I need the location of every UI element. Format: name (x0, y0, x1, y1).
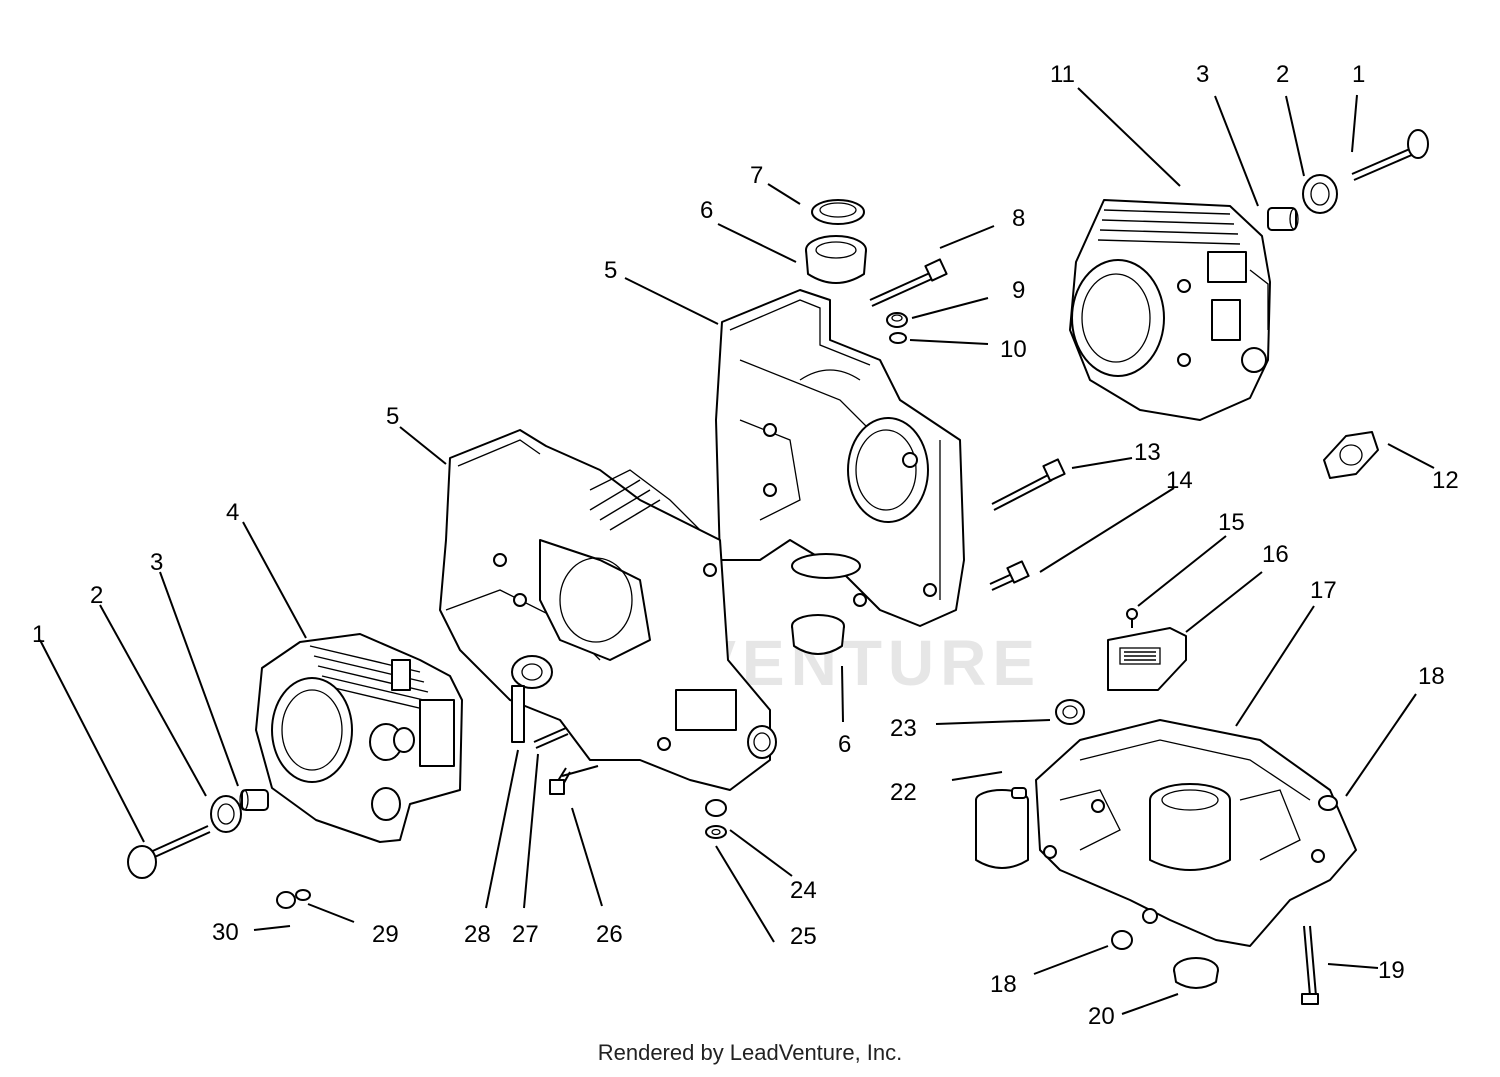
bolt-8-part (869, 258, 948, 307)
bolt-13-part (991, 458, 1066, 511)
callout-28: 28 (464, 921, 491, 948)
callout-11: 11 (1050, 61, 1075, 88)
callout-17: 17 (1310, 577, 1337, 604)
valve-guide-left-part (239, 789, 269, 811)
washer-25-part (705, 825, 727, 839)
callout-2-left: 2 (90, 582, 103, 609)
callout-19: 19 (1378, 957, 1405, 984)
bracket-16-part (1107, 627, 1187, 691)
callout-7: 7 (750, 162, 763, 189)
bearing-sleeve-top-part (805, 235, 867, 284)
bolt-14-part (989, 560, 1030, 591)
callout-1-right: 1 (1352, 61, 1365, 88)
valve-left-part (127, 825, 211, 879)
cylinder-head-right-part (1069, 199, 1271, 421)
callout-9: 9 (1012, 277, 1025, 304)
callout-30: 30 (212, 919, 239, 946)
callout-6-middle: 6 (838, 731, 851, 758)
plug-9-part (886, 312, 908, 328)
bearing-ring-7-part (811, 199, 865, 225)
leader-lines (39, 87, 1435, 1015)
dowel-28-part (511, 685, 525, 743)
plug-18-upper-part (1318, 795, 1338, 811)
callout-5-top: 5 (604, 257, 617, 284)
callout-15: 15 (1218, 509, 1245, 536)
callout-18-lower: 18 (990, 971, 1017, 998)
callout-20: 20 (1088, 1003, 1115, 1030)
plug-18-lower-part (1111, 930, 1133, 950)
bushing-23-part (1055, 699, 1085, 725)
screw-15-part (1126, 608, 1138, 628)
callout-13: 13 (1134, 439, 1161, 466)
callout-22: 22 (890, 779, 917, 806)
seal-20-part (1173, 957, 1219, 989)
callout-3-right: 3 (1196, 61, 1209, 88)
callout-5-middle: 5 (386, 403, 399, 430)
plug-22-part (1011, 787, 1027, 799)
washer-29-part (295, 889, 311, 901)
valve-right-part (1351, 129, 1429, 181)
valve-guide-right-part (1267, 207, 1299, 231)
callout-18-upper: 18 (1418, 663, 1445, 690)
callout-1-left: 1 (32, 621, 45, 648)
seal-ring-left-part (210, 795, 242, 833)
callout-27: 27 (512, 921, 539, 948)
callout-4: 4 (226, 499, 239, 526)
callout-8: 8 (1012, 205, 1025, 232)
callout-10: 10 (1000, 336, 1027, 363)
callout-12: 12 (1432, 467, 1459, 494)
callout-25: 25 (790, 923, 817, 950)
bearing-sleeve-lower-part (791, 614, 845, 655)
callout-26: 26 (596, 921, 623, 948)
callout-6-top: 6 (700, 197, 713, 224)
callout-24: 24 (790, 877, 817, 904)
bolt-19-part (1301, 925, 1319, 1005)
callout-14: 14 (1166, 467, 1193, 494)
plug-24-part (705, 799, 727, 817)
gasket-12-part (1323, 431, 1379, 479)
nut-30-part (276, 891, 296, 909)
o-ring-10-part (889, 332, 907, 344)
callout-29: 29 (372, 921, 399, 948)
callout-3-left: 3 (150, 549, 163, 576)
callout-16: 16 (1262, 541, 1289, 568)
seal-ring-right-part (1302, 174, 1338, 214)
cylinder-head-left-part (255, 633, 463, 843)
stud-27-part (533, 727, 569, 749)
callout-2-right: 2 (1276, 61, 1289, 88)
footer-credit: Rendered by LeadVenture, Inc. (597, 1040, 903, 1065)
crankcase-half-right-part (715, 289, 965, 627)
callout-labels: 1 2 3 11 7 6 8 9 10 5 5 4 3 2 1 12 13 14… (32, 61, 1459, 1030)
callout-23: 23 (890, 715, 917, 742)
crankcase-base-17-part (975, 719, 1357, 947)
bolt-26-part (549, 765, 599, 795)
